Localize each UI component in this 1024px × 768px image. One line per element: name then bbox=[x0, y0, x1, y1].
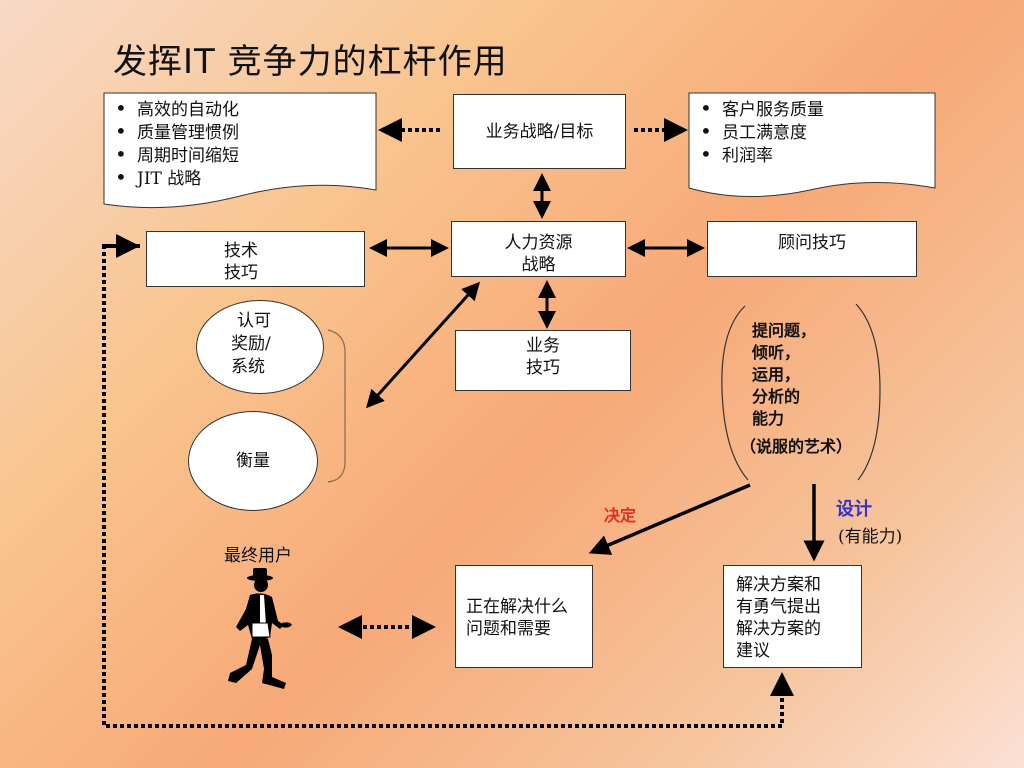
right-list-item: 客户服务质量 bbox=[700, 97, 935, 122]
left-list-item: 高效的自动化 bbox=[115, 97, 376, 122]
arrow-decide bbox=[588, 483, 751, 555]
end-user-figure-icon bbox=[228, 568, 292, 689]
problem-line1: 正在解决什么 bbox=[466, 597, 568, 617]
right-list-item: 员工满意度 bbox=[700, 120, 935, 145]
persuasion-line: 提问题， bbox=[752, 321, 817, 340]
bracket-recognition bbox=[327, 329, 346, 483]
page-title: 发挥IT 竞争力的杠杆作用 bbox=[113, 42, 508, 82]
hr-strategy-line2: 战略 bbox=[521, 255, 556, 275]
tech-skills-box: 技术 技巧 bbox=[146, 231, 365, 287]
right-list-item: 利润率 bbox=[700, 143, 935, 168]
persuasion-art: （说服的艺术） bbox=[740, 437, 853, 456]
solution-line2: 有勇气提出 bbox=[736, 597, 821, 617]
problem-box: 正在解决什么 问题和需要 bbox=[455, 565, 593, 668]
decide-label: 决定 bbox=[604, 506, 637, 525]
tech-skills-line2: 技巧 bbox=[224, 263, 258, 283]
left-list-item: 周期时间缩短 bbox=[115, 143, 376, 168]
left-list-item: JIT 战略 bbox=[115, 166, 376, 191]
capable-label: (有能力) bbox=[838, 527, 903, 547]
business-strategy-label: 业务战略/目标 bbox=[485, 121, 594, 142]
measurement-label: 衡量 bbox=[236, 450, 270, 471]
solution-box: 解决方案和 有勇气提出 解决方案的 建议 bbox=[723, 565, 862, 668]
recognition-ellipse: 认可 奖励/ 系统 bbox=[196, 300, 324, 394]
arrow-hr-recognition bbox=[365, 281, 481, 409]
hr-strategy-line1: 人力资源 bbox=[504, 233, 573, 253]
paren-right bbox=[855, 303, 881, 481]
recognition-line1: 认可 bbox=[237, 311, 271, 331]
paren-left bbox=[721, 305, 749, 481]
problem-line2: 问题和需要 bbox=[466, 619, 551, 639]
end-user-label: 最终用户 bbox=[224, 546, 292, 566]
measurement-ellipse: 衡量 bbox=[188, 411, 318, 511]
solution-line4: 建议 bbox=[736, 641, 770, 661]
persuasion-line: 运用， bbox=[752, 365, 801, 384]
business-skills-box: 业务 技巧 bbox=[455, 330, 631, 391]
business-skills-line1: 业务 bbox=[526, 336, 560, 356]
left-bullet-list: 高效的自动化 质量管理惯例 周期时间缩短 JIT 战略 bbox=[104, 93, 376, 191]
business-strategy-box: 业务战略/目标 bbox=[453, 94, 626, 169]
design-label: 设计 bbox=[836, 499, 872, 520]
persuasion-line: 倾听， bbox=[752, 343, 801, 362]
business-skills-line2: 技巧 bbox=[526, 358, 560, 378]
consult-skills-label: 顾问技巧 bbox=[778, 233, 846, 253]
recognition-line3: 系统 bbox=[231, 357, 265, 377]
persuasion-text: 提问题， 倾听， 运用， 分析的 能力 bbox=[752, 320, 882, 430]
tech-skills-line1: 技术 bbox=[224, 241, 258, 261]
recognition-line2: 奖励/ bbox=[231, 334, 271, 354]
consult-skills-box: 顾问技巧 bbox=[707, 221, 917, 277]
persuasion-line: 能力 bbox=[752, 409, 785, 428]
persuasion-line: 分析的 bbox=[752, 387, 801, 406]
solution-line3: 解决方案的 bbox=[736, 619, 821, 639]
right-bullet-list: 客户服务质量 员工满意度 利润率 bbox=[689, 93, 935, 168]
hr-strategy-box: 人力资源 战略 bbox=[451, 221, 626, 277]
left-list-item: 质量管理惯例 bbox=[115, 120, 376, 145]
solution-line1: 解决方案和 bbox=[736, 575, 821, 595]
